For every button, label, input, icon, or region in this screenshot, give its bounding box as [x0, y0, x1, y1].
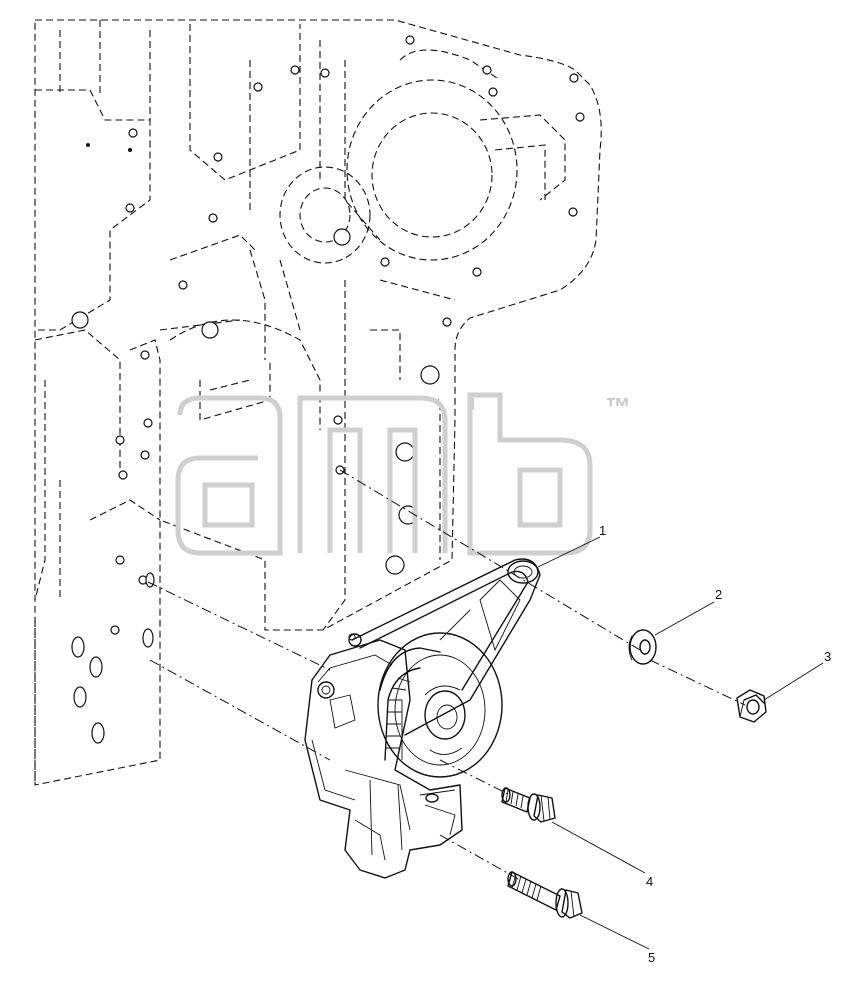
washer	[628, 629, 657, 665]
callout-1: 1	[599, 523, 606, 538]
flange-bolt-long	[507, 871, 583, 919]
watermark-trademark: ™	[605, 392, 631, 422]
callout-5: 5	[648, 950, 655, 965]
assembly-center-lines	[147, 469, 746, 881]
callout-2: 2	[715, 587, 722, 602]
block-bolt-holes	[71, 35, 585, 744]
hex-nut	[736, 689, 767, 723]
callout-labels: 1 2 3 4 5	[599, 523, 831, 965]
callout-3: 3	[824, 649, 831, 664]
flange-bolt-short	[501, 787, 556, 823]
oil-pump-assembly	[304, 558, 541, 879]
watermark-logo: ™	[175, 392, 631, 556]
pump-drive-gear	[377, 632, 503, 778]
pump-inner-gear	[379, 647, 441, 761]
callout-leaders	[537, 536, 824, 950]
callout-4: 4	[646, 874, 653, 889]
engine-block-housing	[34, 19, 602, 786]
